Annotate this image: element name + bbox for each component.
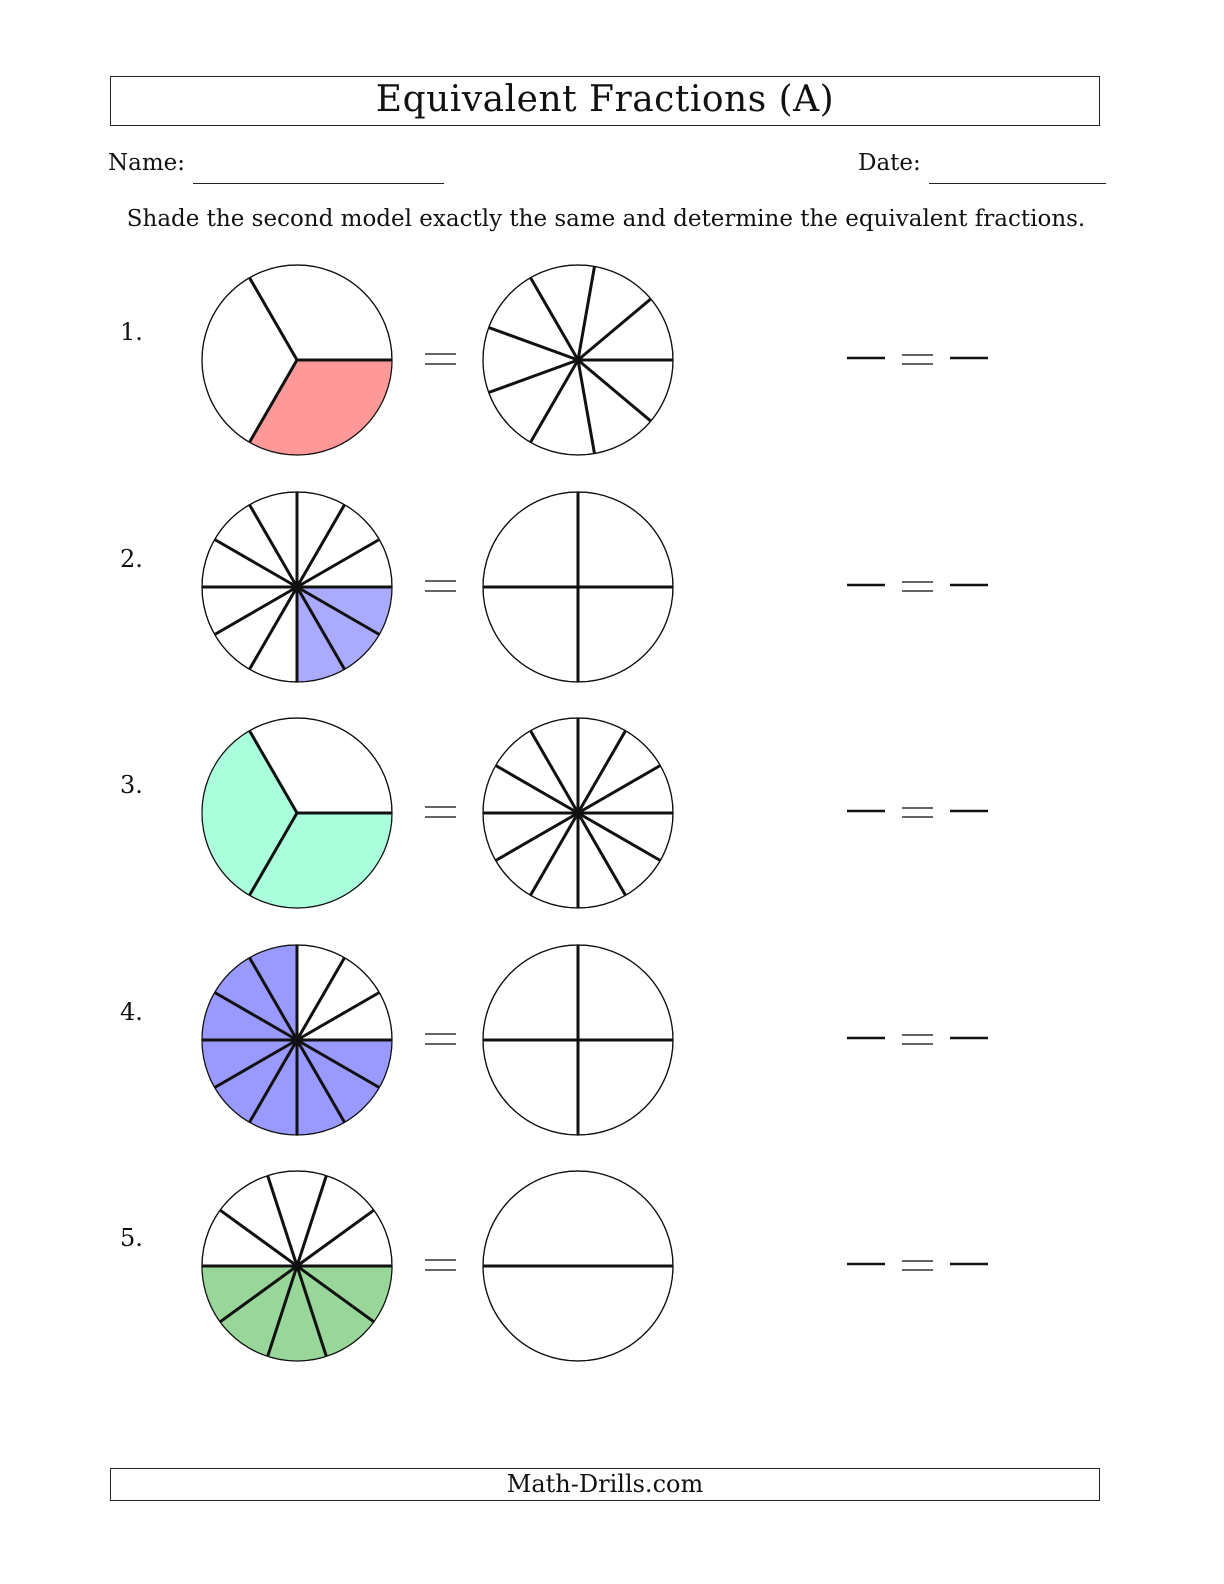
right-model-4[interactable] [482,944,674,1136]
shaded-sector [297,587,345,682]
left-model-4[interactable] [201,944,393,1136]
footer-text: Math-Drills.com [506,1470,704,1498]
shaded-sector [214,1040,297,1123]
problem-number-3: 3. [120,771,143,799]
title-box: Equivalent Fractions (A) [110,76,1100,126]
date-field[interactable] [929,183,1106,184]
equals-sign [425,580,456,592]
shaded-sector [297,587,392,635]
shaded-sector [297,587,380,670]
answer-blanks[interactable] [847,1034,988,1045]
equals-sign [425,1259,456,1271]
shaded-sector [297,1040,345,1135]
problem-number-1: 1. [120,318,143,346]
shaded-sector [297,1266,374,1357]
shaded-sector [249,1040,297,1135]
shaded-sector [202,730,297,896]
shaded-sector [249,813,392,909]
shaded-sector [202,1040,297,1088]
page-title: Equivalent Fractions (A) [375,79,835,120]
left-model-3[interactable] [201,717,393,909]
answer-blanks[interactable] [847,581,988,592]
left-model-5[interactable] [201,1170,393,1362]
left-model-2[interactable] [201,491,393,683]
shaded-sector [249,360,392,456]
right-model-2[interactable] [482,491,674,683]
shaded-sector [202,1266,297,1322]
name-label: Name: [108,150,186,176]
shaded-sector [297,1040,380,1123]
problem-number-5: 5. [120,1224,143,1252]
left-model-1[interactable] [201,264,393,456]
answer-blanks[interactable] [847,1260,988,1271]
shaded-sector [249,945,297,1040]
name-field[interactable] [193,183,444,184]
answer-blanks[interactable] [847,807,988,818]
shaded-sector [297,1040,392,1088]
footer-box: Math-Drills.com [110,1468,1100,1501]
shaded-sector [297,1266,392,1322]
instructions: Shade the second model exactly the same … [126,206,1086,232]
answer-blanks[interactable] [847,354,988,365]
shaded-sector [267,1266,327,1361]
right-model-5[interactable] [482,1170,674,1362]
right-model-1[interactable] [482,264,674,456]
shaded-sector [202,992,297,1040]
problem-number-4: 4. [120,998,143,1026]
equals-sign [425,353,456,365]
shaded-sector [220,1266,297,1357]
shaded-sector [214,957,297,1040]
equals-sign [425,806,456,818]
equals-sign [425,1033,456,1045]
problem-number-2: 2. [120,545,143,573]
right-model-3[interactable] [482,717,674,909]
date-label: Date: [858,150,921,176]
